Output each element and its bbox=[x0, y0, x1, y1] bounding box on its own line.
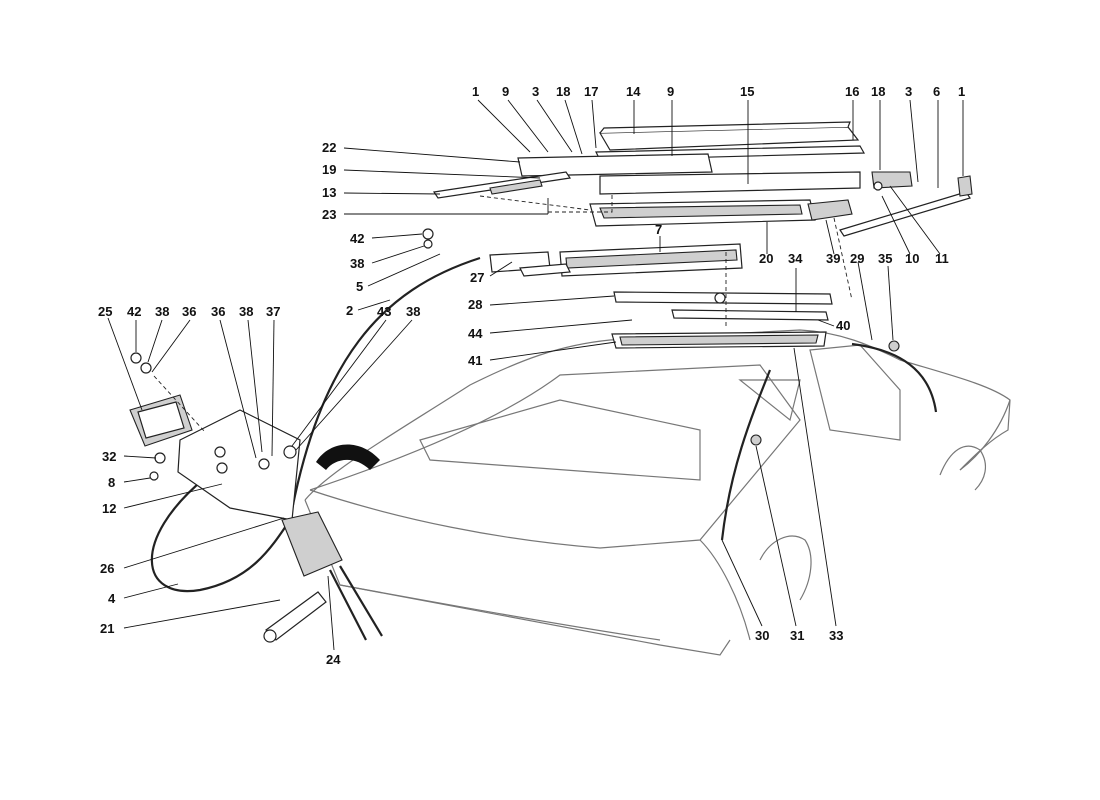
callout-26: 26 bbox=[100, 561, 114, 576]
direction-arrow bbox=[316, 444, 380, 470]
callout-42-top: 42 bbox=[350, 231, 364, 246]
callout-6: 6 bbox=[933, 84, 940, 99]
callout-7: 7 bbox=[655, 222, 662, 237]
callout-labels: 1 9 3 18 17 14 9 15 16 18 3 6 1 22 19 13… bbox=[98, 84, 965, 667]
drain-tubes-30-33 bbox=[720, 342, 938, 541]
callout-36-mid: 36 bbox=[211, 304, 225, 319]
callout-21: 21 bbox=[100, 621, 114, 636]
drive-cable-2-4 bbox=[150, 256, 481, 593]
gearbox-24 bbox=[281, 511, 383, 641]
roof-frame-15 bbox=[599, 171, 861, 195]
callout-16: 16 bbox=[845, 84, 859, 99]
callout-5: 5 bbox=[356, 279, 363, 294]
panel-frame-22 bbox=[517, 153, 713, 177]
callout-18-top: 18 bbox=[556, 84, 570, 99]
callout-9-top: 9 bbox=[502, 84, 509, 99]
deflector-34 bbox=[671, 309, 829, 321]
side-rail-left-13-19 bbox=[432, 171, 572, 199]
callout-17: 17 bbox=[584, 84, 598, 99]
callout-13: 13 bbox=[322, 185, 336, 200]
callout-18-right: 18 bbox=[871, 84, 885, 99]
callout-41: 41 bbox=[468, 353, 482, 368]
callout-20: 20 bbox=[759, 251, 773, 266]
connector-21 bbox=[263, 591, 327, 643]
callout-8: 8 bbox=[108, 475, 115, 490]
callout-33: 33 bbox=[829, 628, 843, 643]
cable-guide-28 bbox=[613, 291, 833, 305]
callout-30: 30 bbox=[755, 628, 769, 643]
callout-1-top: 1 bbox=[472, 84, 479, 99]
small-fasteners bbox=[130, 228, 434, 481]
motor-unit-25 bbox=[129, 394, 193, 447]
crossbar-7 bbox=[559, 243, 743, 277]
side-rail-right-6 bbox=[839, 191, 971, 237]
mounting-bracket-12 bbox=[177, 409, 301, 521]
callout-9-mid: 9 bbox=[667, 84, 674, 99]
sunroof-glass-panel-14 bbox=[598, 121, 860, 151]
inner-panel-23 bbox=[589, 199, 816, 227]
callout-23: 23 bbox=[322, 207, 336, 222]
callout-38-top: 38 bbox=[350, 256, 364, 271]
callout-10: 10 bbox=[905, 251, 919, 266]
callout-40: 40 bbox=[836, 318, 850, 333]
bracket-39 bbox=[807, 199, 853, 221]
callout-3-right: 3 bbox=[905, 84, 912, 99]
callout-2: 2 bbox=[346, 303, 353, 318]
car-body-outline bbox=[304, 329, 1011, 656]
assembly-guides bbox=[153, 194, 853, 433]
callout-36-left: 36 bbox=[182, 304, 196, 319]
callout-25: 25 bbox=[98, 304, 112, 319]
callout-12: 12 bbox=[102, 501, 116, 516]
callout-22: 22 bbox=[322, 140, 336, 155]
callout-14: 14 bbox=[626, 84, 641, 99]
callout-29: 29 bbox=[850, 251, 864, 266]
callout-24: 24 bbox=[326, 652, 341, 667]
callout-3-top: 3 bbox=[532, 84, 539, 99]
callout-32: 32 bbox=[102, 449, 116, 464]
callout-4: 4 bbox=[108, 591, 116, 606]
callout-43: 43 bbox=[377, 304, 391, 319]
callout-15: 15 bbox=[740, 84, 754, 99]
roof-opening-frame-41 bbox=[611, 331, 827, 349]
callout-27: 27 bbox=[470, 270, 484, 285]
callout-38-right: 38 bbox=[406, 304, 420, 319]
callout-38-left: 38 bbox=[155, 304, 169, 319]
callout-39: 39 bbox=[826, 251, 840, 266]
callout-35: 35 bbox=[878, 251, 892, 266]
callout-38-mid: 38 bbox=[239, 304, 253, 319]
clip-right-1 bbox=[957, 175, 973, 197]
callout-34: 34 bbox=[788, 251, 803, 266]
callout-11: 11 bbox=[935, 251, 949, 266]
callout-42-left: 42 bbox=[127, 304, 141, 319]
callout-19: 19 bbox=[322, 162, 336, 177]
callout-28: 28 bbox=[468, 297, 482, 312]
latch-27 bbox=[489, 251, 571, 277]
callout-44: 44 bbox=[468, 326, 483, 341]
callout-37: 37 bbox=[266, 304, 280, 319]
hinge-right-18 bbox=[871, 171, 913, 191]
callout-1-right: 1 bbox=[958, 84, 965, 99]
grommets-31-35 bbox=[750, 340, 900, 446]
callout-31: 31 bbox=[790, 628, 804, 643]
